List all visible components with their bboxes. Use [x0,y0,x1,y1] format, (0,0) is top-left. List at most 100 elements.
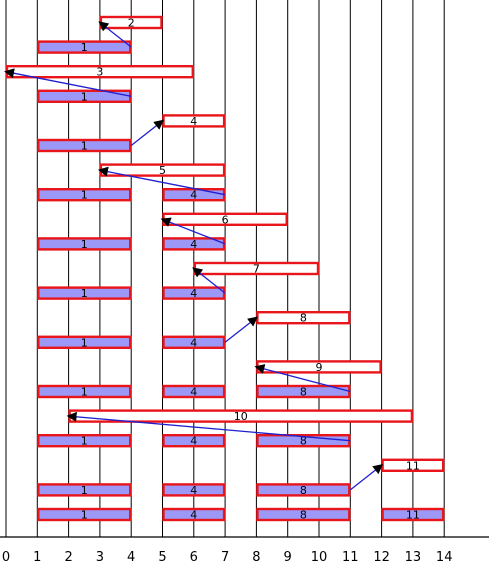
scheduled-bar: 8 [256,483,351,497]
bar-label: 8 [300,484,307,497]
arrows [4,21,384,491]
open-bar: 4 [162,114,226,128]
x-tick-label: 5 [158,550,166,565]
x-tick-label: 4 [127,550,135,565]
bar-label: 4 [190,509,197,522]
bar-rect [256,483,351,497]
scheduled-bar: 4 [162,434,226,448]
x-tick-label: 9 [284,550,292,565]
x-tick-label: 10 [311,550,328,565]
x-tick-label: 6 [190,550,198,565]
bar-label: 11 [406,459,420,472]
bar-label: 3 [96,66,103,79]
open-bar: 2 [99,15,163,30]
scheduled-bar: 1 [37,507,132,522]
scheduled-bar: 1 [37,187,132,202]
x-tick-label: 7 [221,550,229,565]
bar-label: 11 [406,509,420,522]
bar-rect [37,138,132,153]
x-tick-label: 12 [373,550,390,565]
dependency-arrow [98,21,132,48]
bar-rect [162,507,226,522]
x-tick-label: 13 [405,550,422,565]
bar-label: 8 [300,509,307,522]
scheduled-bar: 1 [37,384,132,399]
dependency-arrow [349,464,384,491]
x-tick-label: 14 [436,550,453,565]
bar-rect [37,483,132,497]
bar-label: 1 [81,484,88,497]
dependency-arrow [192,267,226,294]
scheduled-bar: 1 [37,483,132,497]
bar-label: 1 [81,287,88,300]
scheduled-bar: 1 [37,434,132,448]
bar-label: 1 [81,238,88,251]
bar-label: 4 [190,287,197,300]
bar-rect [37,434,132,448]
scheduled-bar: 8 [256,507,351,522]
x-tick-label: 11 [342,550,359,565]
bar-rect [162,434,226,448]
dependency-arrow [66,411,351,442]
bar-rect [162,483,226,497]
bar-label: 4 [190,238,197,251]
x-tick-label: 2 [64,550,72,565]
x-tick-label: 3 [96,550,104,565]
x-tick-label: 1 [33,550,41,565]
dependency-arrow [254,364,351,393]
bar-label: 1 [81,90,88,103]
scheduled-bar: 11 [381,507,445,522]
scheduled-bar: 1 [37,335,132,349]
bar-label: 1 [81,435,88,448]
bar-label: 4 [190,115,197,128]
bar-label: 4 [190,336,197,349]
bar-label: 7 [253,263,260,276]
bar-label: 1 [81,336,88,349]
bar-label: 8 [300,386,307,399]
bar-rect [162,384,226,399]
open-bar: 5 [99,163,226,177]
bar-rect [37,286,132,300]
scheduled-bar: 4 [162,335,226,349]
scheduled-bar: 4 [162,384,226,399]
bar-rect [37,335,132,349]
open-bar: 11 [381,458,445,472]
x-tick-label: 8 [252,550,260,565]
bar-label: 9 [316,361,323,374]
scheduled-bar: 1 [37,89,132,103]
open-bar: 6 [162,212,288,226]
scheduled-bar: 4 [162,507,226,522]
dependency-arrow [224,316,258,343]
bar-label: 6 [222,213,229,226]
bar-rect [256,507,351,522]
scheduled-bar: 1 [37,138,132,153]
bar-label: 2 [128,17,135,30]
bar-label: 5 [159,164,166,177]
bar-rect [37,187,132,202]
scheduled-bar: 4 [162,187,226,202]
bar-label: 4 [190,484,197,497]
open-bar: 7 [193,261,320,276]
dependency-arrow [160,217,226,245]
dependency-arrow [97,166,226,196]
bar-label: 1 [81,386,88,399]
bar-rect [381,507,445,522]
bar-rect [162,335,226,349]
bar-label: 1 [81,140,88,153]
x-tick-label: 0 [2,550,10,565]
bar-rect [37,237,132,251]
bar-label: 8 [300,435,307,448]
bar-label: 4 [190,386,197,399]
scheduled-bar: 4 [162,483,226,497]
bar-label: 4 [190,435,197,448]
grid [0,0,489,538]
scheduled-bar: 1 [37,286,132,300]
bar-label: 1 [81,41,88,54]
bar-label: 10 [234,410,248,423]
bar-label: 1 [81,189,88,202]
bar-label: 4 [190,189,197,202]
open-bar: 8 [256,311,351,325]
bar-label: 8 [300,312,307,325]
bar-rect [37,384,132,399]
